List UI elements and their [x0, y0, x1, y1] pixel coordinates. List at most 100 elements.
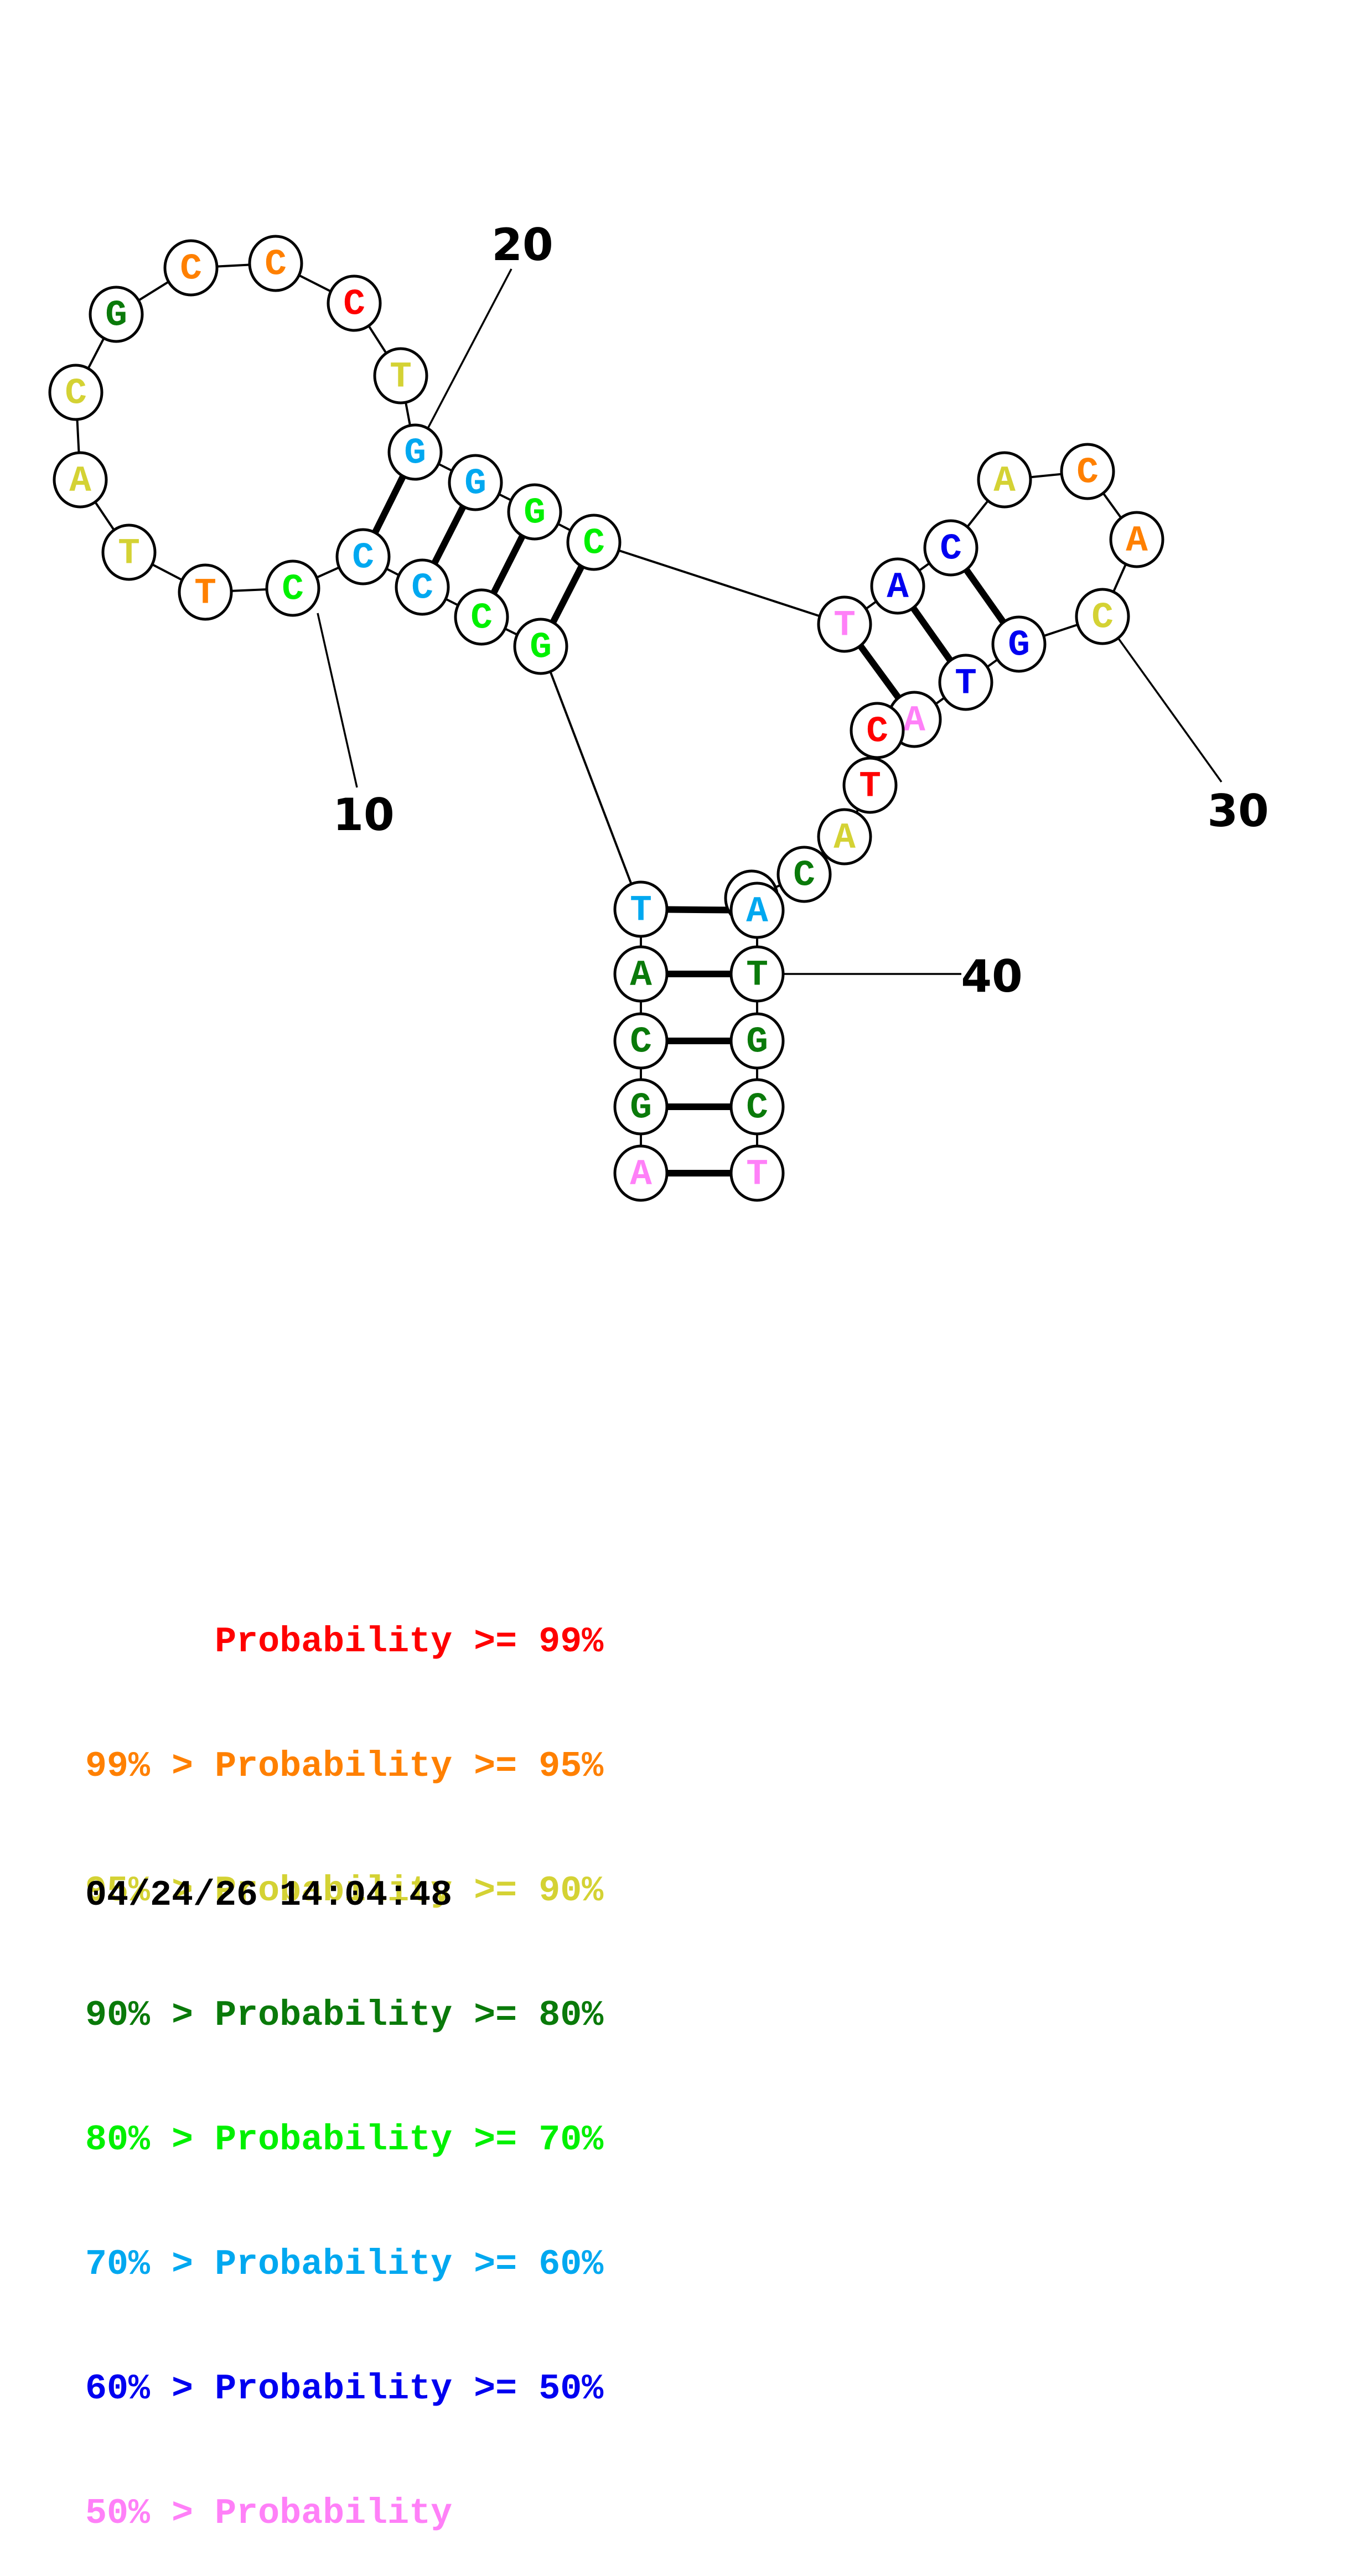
legend-gt: > [150, 1746, 215, 1787]
nucleotide-circle [566, 514, 622, 571]
nucleotide: T [101, 524, 157, 581]
legend-value: 80% [539, 1995, 604, 2036]
nucleotide-base: T [630, 890, 652, 931]
nucleotide-base: A [1126, 520, 1148, 562]
nucleotide-base: G [1008, 625, 1030, 666]
legend-row: 50% > Probability [85, 2493, 603, 2534]
legend-value: 99% [539, 1621, 604, 1662]
legend-label: Probability [215, 2368, 453, 2409]
nucleotide: C [327, 274, 382, 332]
nucleotide-circle [1109, 511, 1164, 568]
nucleotide-circle [101, 524, 157, 581]
nucleotide-base: C [265, 244, 287, 286]
nucleotide-base: A [887, 567, 909, 608]
nucleotide-circle [776, 846, 832, 903]
nucleotide: C [729, 1078, 785, 1136]
nucleotide-circle [613, 1078, 669, 1136]
nucleotide: A [53, 451, 108, 509]
nucleotide-base: T [955, 663, 977, 704]
nucleotide-base: G [530, 627, 552, 668]
nucleotide-base: A [746, 891, 768, 932]
nucleotide-circle [163, 239, 219, 297]
nucleotide-circle [729, 1012, 785, 1070]
legend-prefix: 70% [85, 2244, 151, 2285]
nucleotide-base: C [583, 523, 605, 564]
nucleotide-base: G [404, 433, 426, 474]
position-label-line [317, 613, 358, 788]
nucleotide-base: C [793, 855, 815, 896]
legend-row: 99% > Probability >= 95% [85, 1746, 603, 1787]
nucleotide-base: G [105, 295, 127, 336]
legend-row: 90% > Probability >= 80% [85, 1995, 603, 2036]
legend-value: 95% [539, 1746, 604, 1787]
nucleotide-circle [870, 557, 925, 615]
nucleotide: C [335, 528, 391, 585]
legend-label: Probability [215, 1621, 453, 1662]
legend-text [85, 1621, 150, 1662]
legend-gt: > [150, 1995, 215, 2036]
nucleotide-base: C [343, 284, 365, 325]
legend-label: Probability [215, 2119, 453, 2160]
nucleotide-base: T [833, 605, 856, 646]
nucleotide: T [729, 945, 785, 1003]
nucleotide: C [566, 514, 622, 571]
nucleotide: C [395, 558, 450, 616]
nucleotide-circle [842, 756, 898, 814]
base-pair-bond [857, 643, 902, 701]
nucleotide-base: G [746, 1022, 768, 1063]
backbone-segment [540, 646, 642, 910]
legend-ge: >= [474, 1870, 517, 1911]
nucleotide-circle [729, 1144, 785, 1202]
legend-prefix: 99% [85, 1746, 151, 1787]
nucleotide-base: G [524, 493, 546, 534]
legend-ge: >= [474, 2368, 517, 2409]
base-pair-bond [666, 906, 732, 914]
nucleotide: G [613, 1078, 669, 1136]
nucleotide-circle [613, 945, 669, 1003]
nucleotide-circle [1075, 588, 1130, 645]
nucleotide-circle [977, 451, 1032, 509]
nucleotide-base: C [65, 373, 87, 414]
nucleotide: C [454, 588, 509, 646]
base-pair-bond [963, 567, 1007, 625]
legend-gt: > [150, 2368, 215, 2409]
nucleotide-base: C [746, 1087, 768, 1129]
legend-ge: >= [474, 2119, 517, 2160]
nucleotide-base: T [390, 356, 412, 398]
nucleotide-circle [335, 528, 391, 585]
backbone-segment [593, 541, 845, 625]
legend-prefix: 60% [85, 2368, 151, 2409]
nucleotide: T [817, 595, 872, 653]
position-label: 10 [333, 789, 394, 841]
nucleotide: A [977, 451, 1032, 509]
legend-ge: >= [474, 2244, 517, 2285]
legend-value: 60% [539, 2244, 604, 2285]
nucleotide-circle [613, 880, 669, 938]
nucleotide-circle [729, 945, 785, 1003]
legend-prefix: 50% [85, 2493, 151, 2534]
nucleotide: A [729, 882, 785, 939]
nucleotide-circle [991, 615, 1047, 673]
legend-row: Probability >= 99% [85, 1621, 603, 1663]
nucleotide-circle [729, 882, 785, 939]
nucleotide-circle [448, 454, 503, 511]
nucleotide: C [613, 1012, 669, 1070]
nucleotide: C [48, 364, 103, 421]
nucleotide-base: C [411, 568, 433, 609]
legend-gt [150, 1621, 215, 1662]
nucleotide: C [1060, 443, 1115, 500]
base-pair-bond [910, 605, 954, 664]
nucleotide-base: A [993, 460, 1016, 502]
nucleotide-base: C [180, 248, 202, 290]
nucleotide: G [448, 454, 503, 511]
base-pair-bond [431, 504, 467, 566]
nucleotide: C [923, 519, 978, 577]
nucleotide-circle [387, 423, 443, 481]
nucleotide-circle [817, 595, 872, 653]
nucleotide-circle [265, 559, 320, 617]
nucleotide-base: C [1091, 597, 1114, 639]
base-pair-bond [550, 564, 585, 625]
nucleotide-base: A [69, 460, 91, 502]
